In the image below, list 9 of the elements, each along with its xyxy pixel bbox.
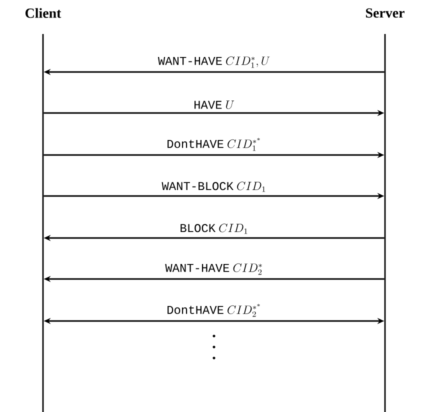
edge-label: $\texttt{HAVE}\ U$ [192,100,236,110]
participant-label: Server [366,8,404,18]
edge-label: $\texttt{WANT-HAVE}\ CID_2^*$ [164,262,264,276]
edge-label: $\texttt{WANT-BLOCK}\ CID_1$ [160,180,268,193]
edge-label: $\texttt{DontHAVE}\ CID_2^{*^*}$ [166,302,262,318]
edge-label: $\texttt{DontHAVE}\ CID_1^{*^*}$ [166,136,262,152]
edge-label: $\texttt{WANT-HAVE}\ CID_1^*,U$ [156,56,272,69]
participant-label: Client [25,8,62,18]
edge-label: $\texttt{BLOCK}\ CID_1$ [178,222,250,235]
